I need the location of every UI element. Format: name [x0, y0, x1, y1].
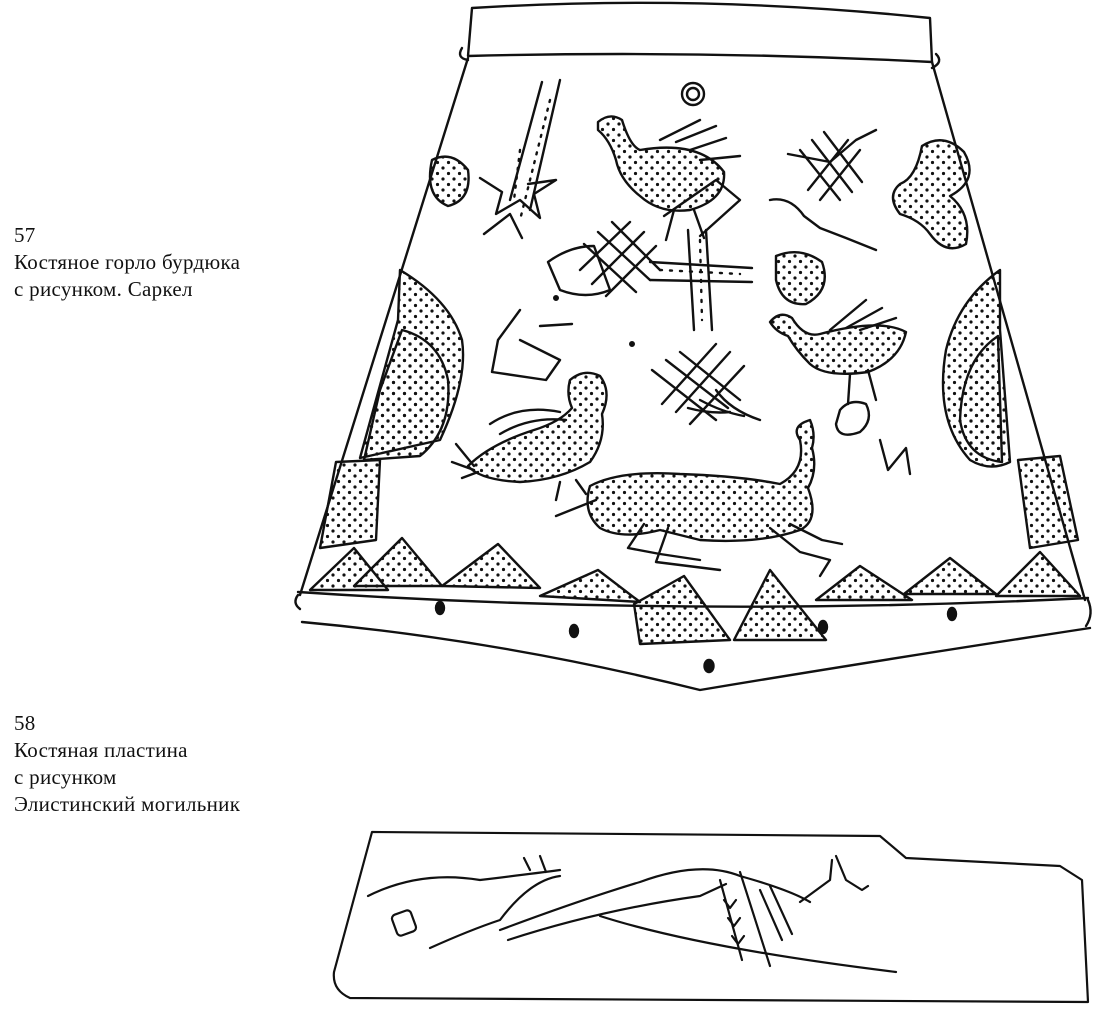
bird-right — [768, 298, 908, 436]
figure-58-caption-line-3: Элистинский могильник — [14, 792, 241, 816]
figure-58-caption-line-2: с рисунком — [14, 765, 117, 789]
right-border-panels — [891, 139, 1080, 550]
figure-58-number: 58 — [14, 711, 36, 735]
suspension-hole — [680, 81, 706, 107]
left-pole — [478, 78, 562, 240]
tamga-signs — [546, 128, 912, 476]
deer — [554, 388, 844, 578]
bird-center — [450, 371, 608, 502]
figure-58-caption-line-1: Костяная пластина — [14, 738, 188, 762]
bottom-band — [294, 590, 1092, 692]
triangle-frieze — [308, 536, 1082, 646]
central-pole — [648, 178, 754, 332]
bird-top — [596, 115, 742, 242]
figure-57-caption-line-1: Костяное горло бурдюка — [14, 250, 241, 274]
figure-57-caption: 57 Костяное горло бурдюка с рисунком. Са… — [14, 222, 240, 303]
figure-57-caption-line-2: с рисунком. Саркел — [14, 277, 193, 301]
top-rim — [458, 1, 941, 70]
incised-marks — [490, 198, 878, 382]
left-border-panels — [318, 155, 470, 550]
figure-57-number: 57 — [14, 223, 36, 247]
figure-58-caption: 58 Костяная пластина с рисунком Элистинс… — [14, 710, 240, 818]
